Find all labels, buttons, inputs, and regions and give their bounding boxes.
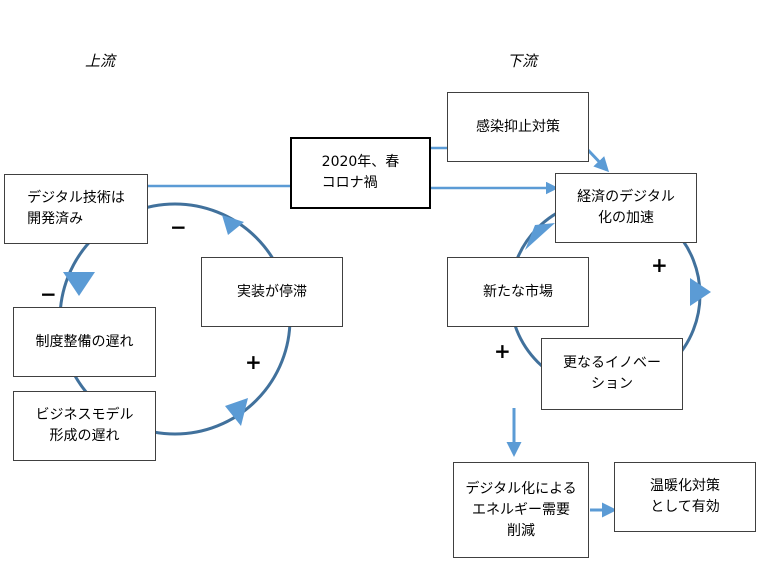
digital-tech-line2: 開発済み bbox=[27, 211, 84, 227]
business-model-delay-box: ビジネスモデル 形成の遅れ bbox=[13, 391, 156, 461]
energy-reduction-line1: デジタル化による bbox=[465, 480, 577, 497]
infection-control-box: 感染抑止対策 bbox=[447, 92, 589, 162]
implementation-stagnant-box: 実装が停滞 bbox=[201, 257, 343, 327]
further-innovation-line1: 更なるイノベー bbox=[563, 355, 661, 371]
upstream-loop-arrowhead-bottom bbox=[225, 398, 248, 426]
new-market-box: 新たな市場 bbox=[447, 257, 589, 327]
downstream-sign-left: + bbox=[494, 339, 511, 363]
upstream-sign-top: − bbox=[170, 215, 187, 239]
upstream-sign-right: + bbox=[245, 350, 262, 374]
warming-measure-line2: として有効 bbox=[650, 499, 720, 515]
business-model-line2: 形成の遅れ bbox=[49, 428, 120, 444]
event-line2: コロナ禍 bbox=[321, 175, 378, 191]
digital-acceleration-line1: 経済のデジタル bbox=[577, 189, 675, 205]
digital-acceleration-line2: 化の加速 bbox=[597, 210, 654, 226]
further-innovation-box: 更なるイノベー ション bbox=[541, 338, 683, 410]
regulation-delay-label: 制度整備の遅れ bbox=[35, 333, 134, 350]
arrow-infection-control-to-acceleration bbox=[586, 148, 610, 173]
downstream-sign-right: + bbox=[651, 253, 668, 277]
upstream-loop-arrowhead-left bbox=[63, 272, 95, 296]
event-covid-box: 2020年、春 コロナ禍 bbox=[290, 137, 431, 209]
upstream-sign-left: − bbox=[40, 282, 57, 306]
warming-measure-line1: 温暖化対策 bbox=[650, 478, 720, 494]
downstream-loop-arrowhead-top bbox=[525, 223, 555, 250]
upstream-loop-arrowhead-top bbox=[222, 215, 244, 235]
further-innovation-line2: ション bbox=[591, 376, 633, 392]
energy-reduction-line3: 削減 bbox=[507, 522, 535, 539]
digital-tech-line1: デジタル技術は bbox=[27, 190, 125, 206]
regulation-delay-box: 制度整備の遅れ bbox=[13, 307, 156, 377]
business-model-line1: ビジネスモデル bbox=[35, 407, 134, 423]
warming-measure-box: 温暖化対策 として有効 bbox=[614, 462, 756, 532]
implementation-stagnant-label: 実装が停滞 bbox=[237, 283, 307, 300]
infection-control-label: 感染抑止対策 bbox=[476, 118, 560, 135]
new-market-label: 新たな市場 bbox=[483, 283, 553, 300]
heading-downstream: 下流 bbox=[507, 52, 538, 70]
digital-tech-developed-box: デジタル技術は 開発済み bbox=[4, 174, 148, 244]
energy-reduction-line2: エネルギー需要 bbox=[472, 501, 570, 518]
downstream-loop-arrowhead-right bbox=[690, 278, 711, 306]
digital-acceleration-box: 経済のデジタル 化の加速 bbox=[555, 173, 697, 243]
energy-demand-reduction-box: デジタル化による エネルギー需要 削減 bbox=[453, 462, 589, 558]
heading-upstream: 上流 bbox=[85, 52, 116, 70]
event-line1: 2020年、春 bbox=[321, 154, 400, 170]
